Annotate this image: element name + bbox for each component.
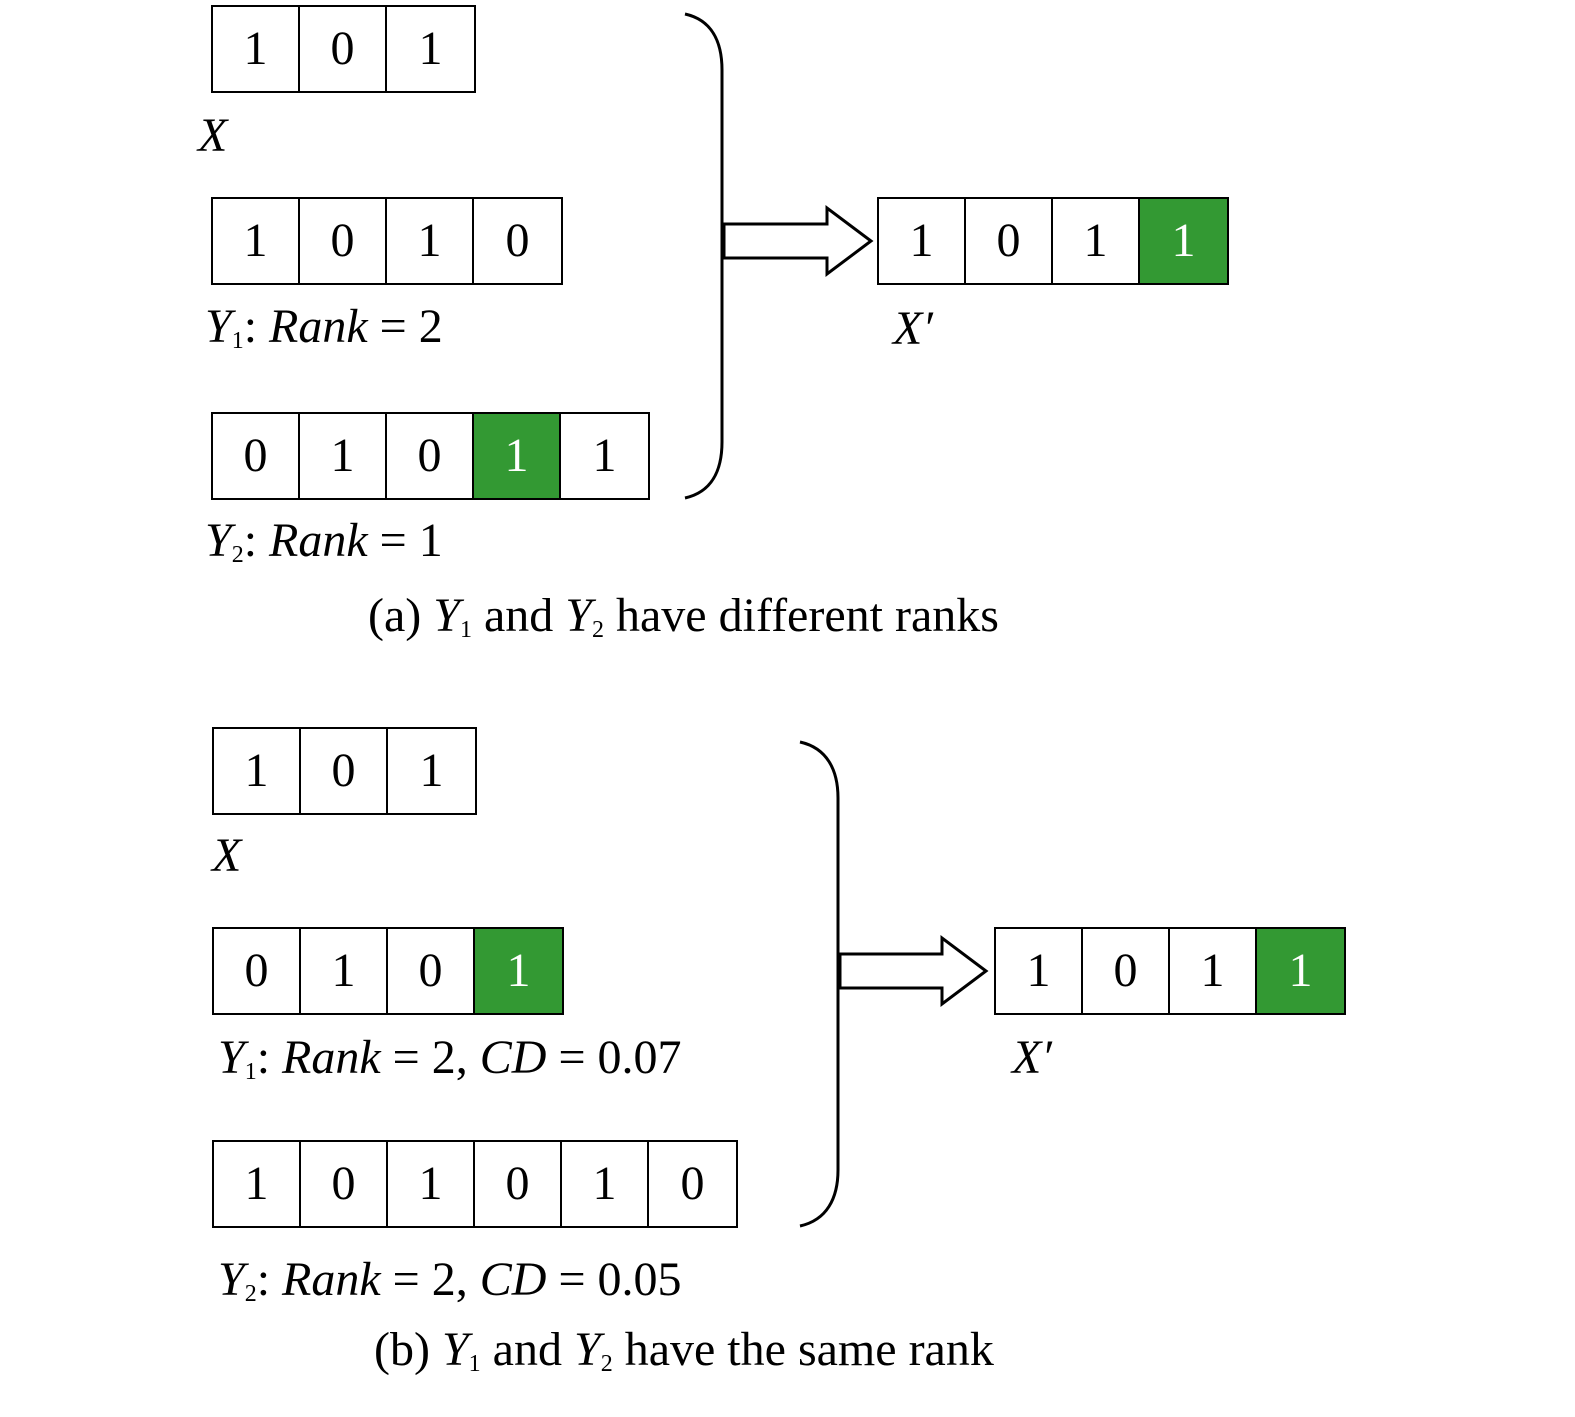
bit-cell: 0 xyxy=(649,1142,736,1226)
panel-b-arrow xyxy=(838,935,989,1007)
panel-b-y1-label: Y1: Rank = 2, CD = 0.07 xyxy=(218,1031,682,1085)
bit-cell: 0 xyxy=(301,1142,388,1226)
bit-cell: 0 xyxy=(387,414,474,498)
bit-cell: 1 xyxy=(301,929,388,1013)
bit-cell: 1 xyxy=(388,1142,475,1226)
bit-cell: 0 xyxy=(213,414,300,498)
bit-cell: 0 xyxy=(214,929,301,1013)
panel-a-caption: (a) Y1 and Y2 have different ranks xyxy=(368,589,999,643)
bit-cell: 1 xyxy=(387,199,474,283)
bit-cell: 0 xyxy=(300,199,387,283)
bit-cell: 1 xyxy=(213,199,300,283)
bit-cell: 1 xyxy=(996,929,1083,1013)
bit-cell: 0 xyxy=(301,729,388,813)
panel-b-brace xyxy=(799,740,840,1228)
bit-cell: 1 xyxy=(1053,199,1140,283)
bit-cell: 1 xyxy=(562,1142,649,1226)
bit-cell: 1 xyxy=(214,1142,301,1226)
panel-b-caption: (b) Y1 and Y2 have the same rank xyxy=(374,1323,994,1377)
panel-a-x-label: X xyxy=(198,109,228,162)
panel-a-y2-label: Y2: Rank = 1 xyxy=(205,514,443,568)
bit-cell: 0 xyxy=(475,1142,562,1226)
bit-cell: 1 xyxy=(1257,929,1344,1013)
bit-cell: 1 xyxy=(213,7,300,91)
bit-cell: 1 xyxy=(879,199,966,283)
panel-a-y1-label: Y1: Rank = 2 xyxy=(205,300,443,354)
bit-cell: 1 xyxy=(387,7,474,91)
panel-a-arrow xyxy=(722,205,874,277)
bit-cell: 1 xyxy=(388,729,475,813)
panel-a-result-label: X′ xyxy=(893,302,933,355)
bit-cell: 0 xyxy=(300,7,387,91)
bit-cell: 0 xyxy=(388,929,475,1013)
bit-cell: 0 xyxy=(1083,929,1170,1013)
bit-cell: 1 xyxy=(214,729,301,813)
bit-cell: 1 xyxy=(1140,199,1227,283)
bit-cell: 1 xyxy=(561,414,648,498)
bit-cell: 0 xyxy=(474,199,561,283)
bit-cell: 1 xyxy=(1170,929,1257,1013)
panel-b-y2-label: Y2: Rank = 2, CD = 0.05 xyxy=(218,1253,682,1307)
panel-b-result-label: X′ xyxy=(1012,1031,1052,1084)
bit-cell: 1 xyxy=(474,414,561,498)
bit-cell: 0 xyxy=(966,199,1053,283)
panel-a-brace xyxy=(684,12,724,500)
panel-b-x-label: X xyxy=(212,829,242,882)
bit-cell: 1 xyxy=(475,929,562,1013)
bit-cell: 1 xyxy=(300,414,387,498)
